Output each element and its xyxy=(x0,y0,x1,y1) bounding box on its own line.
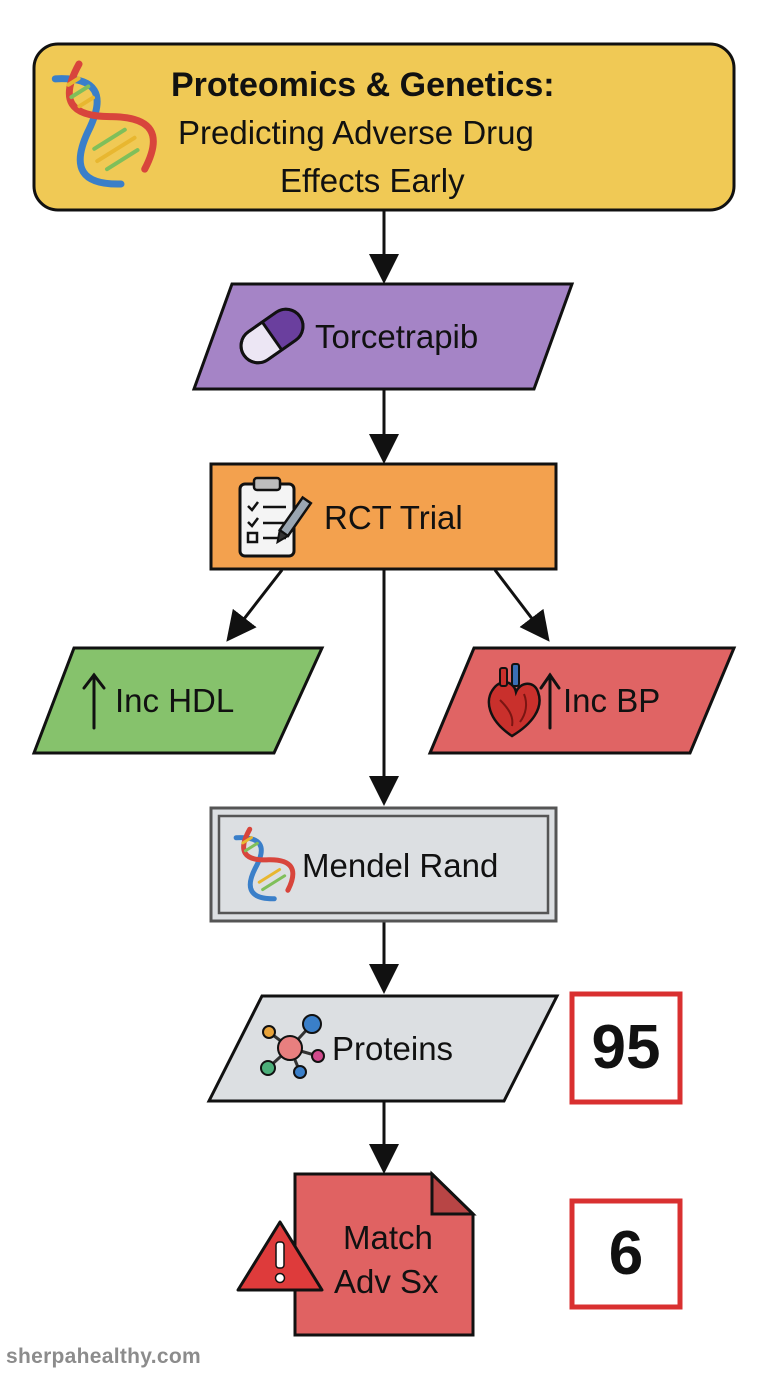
match-node xyxy=(293,1172,475,1337)
drug-label: Torcetrapib xyxy=(315,318,479,355)
arrow-trial-to-hdl xyxy=(226,569,284,642)
proteins-count: 95 xyxy=(591,1013,661,1082)
clipboard-icon xyxy=(238,476,313,558)
pill-icon xyxy=(239,307,305,365)
adverse-count-box xyxy=(569,1198,683,1310)
dna-icon xyxy=(233,826,296,902)
title-line-3: Effects Early xyxy=(280,162,465,199)
up-arrow-icon xyxy=(539,672,561,730)
trial-label: RCT Trial xyxy=(324,499,463,536)
mendel-label: Mendel Rand xyxy=(302,847,499,884)
adverse-count: 6 xyxy=(608,1219,644,1288)
heart-icon xyxy=(487,663,541,738)
warning-icon xyxy=(236,1220,324,1292)
connectors xyxy=(226,210,550,1174)
title-box xyxy=(32,42,736,212)
arrow-trial-to-bp xyxy=(493,569,550,642)
proteins-label: Proteins xyxy=(332,1030,454,1067)
title-line-2: Predicting Adverse Drug xyxy=(178,114,534,151)
title-line-1: Proteomics & Genetics: xyxy=(171,66,555,104)
dna-icon xyxy=(51,60,157,188)
bp-label: Inc BP xyxy=(563,682,661,719)
hdl-node xyxy=(31,646,325,755)
watermark: sherpahealthy.com xyxy=(6,1345,201,1368)
molecule-icon xyxy=(260,1014,325,1079)
match-label-line-1: Match xyxy=(343,1219,433,1256)
match-node-fold xyxy=(430,1170,477,1216)
up-arrow-icon xyxy=(82,672,106,730)
proteins-count-box xyxy=(569,991,683,1105)
mendel-node xyxy=(209,806,558,923)
match-label-line-2: Adv Sx xyxy=(334,1263,439,1300)
mendel-node-inner-border xyxy=(217,814,550,915)
hdl-label: Inc HDL xyxy=(115,682,235,719)
